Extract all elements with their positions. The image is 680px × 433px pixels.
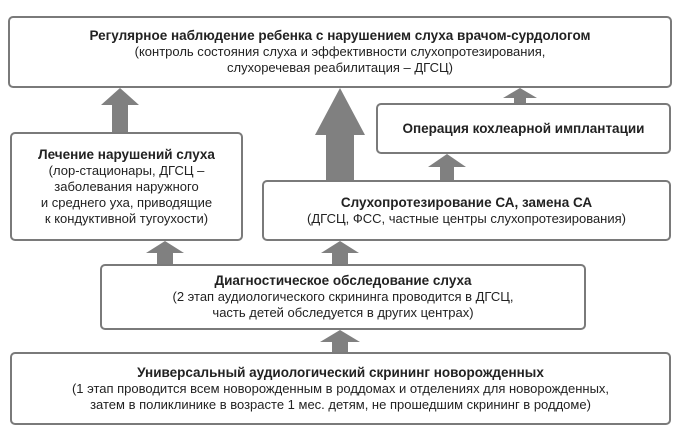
box-screening: Универсальный аудиологический скрининг н… xyxy=(10,352,671,425)
box-title: Диагностическое обследование слуха xyxy=(214,273,472,288)
box-treatment: Лечение нарушений слуха (лор-стационары,… xyxy=(10,132,243,241)
arrow-implant-to-monitoring xyxy=(503,88,537,103)
box-text: слухоречевая реабилитация – ДГСЦ) xyxy=(227,60,453,75)
box-text: (2 этап аудиологического скрининга прово… xyxy=(172,289,514,304)
arrow-hearing-aid-to-monitoring xyxy=(315,88,365,180)
arrow-diagnostics-to-hearing-aid xyxy=(321,241,359,264)
box-text: затем в поликлинике в возрасте 1 мес. де… xyxy=(90,396,591,412)
arrow-screening-to-diagnostics xyxy=(320,330,360,352)
box-text: (1 этап проводится всем новорожденным в … xyxy=(71,380,610,396)
box-title: Операция кохлеарной имплантации xyxy=(402,120,645,136)
box-title: Универсальный аудиологический скрининг н… xyxy=(137,364,544,380)
box-diagnostics: Диагностическое обследование слуха (2 эт… xyxy=(100,264,586,330)
arrow-treatment-to-monitoring xyxy=(101,88,139,132)
box-title: Слухопротезирование СА, замена СА xyxy=(340,194,593,210)
arrow-hearing-aid-to-implant xyxy=(428,154,466,180)
arrow-diagnostics-to-treatment xyxy=(146,241,184,264)
box-text: (контроль состояния слуха и эффективност… xyxy=(134,44,546,59)
box-text: к кондуктивной тугоухости) xyxy=(44,210,209,226)
box-title: Регулярное наблюдение ребенка с нарушени… xyxy=(89,28,591,43)
box-text: часть детей обследуется в других центрах… xyxy=(212,305,474,320)
box-text: (ДГСЦ, ФСС, частные центры слухопротезир… xyxy=(307,210,626,226)
box-text: заболевания наружного xyxy=(54,178,199,194)
box-implant: Операция кохлеарной имплантации xyxy=(376,103,671,154)
box-text: (лор-стационары, ДГСЦ – xyxy=(48,162,205,178)
box-hearing-aid: Слухопротезирование СА, замена СА (ДГСЦ,… xyxy=(262,180,671,241)
box-monitoring: Регулярное наблюдение ребенка с нарушени… xyxy=(8,16,672,88)
box-title: Лечение нарушений слуха xyxy=(38,146,215,162)
box-text: и среднего уха, приводящие xyxy=(40,194,213,210)
